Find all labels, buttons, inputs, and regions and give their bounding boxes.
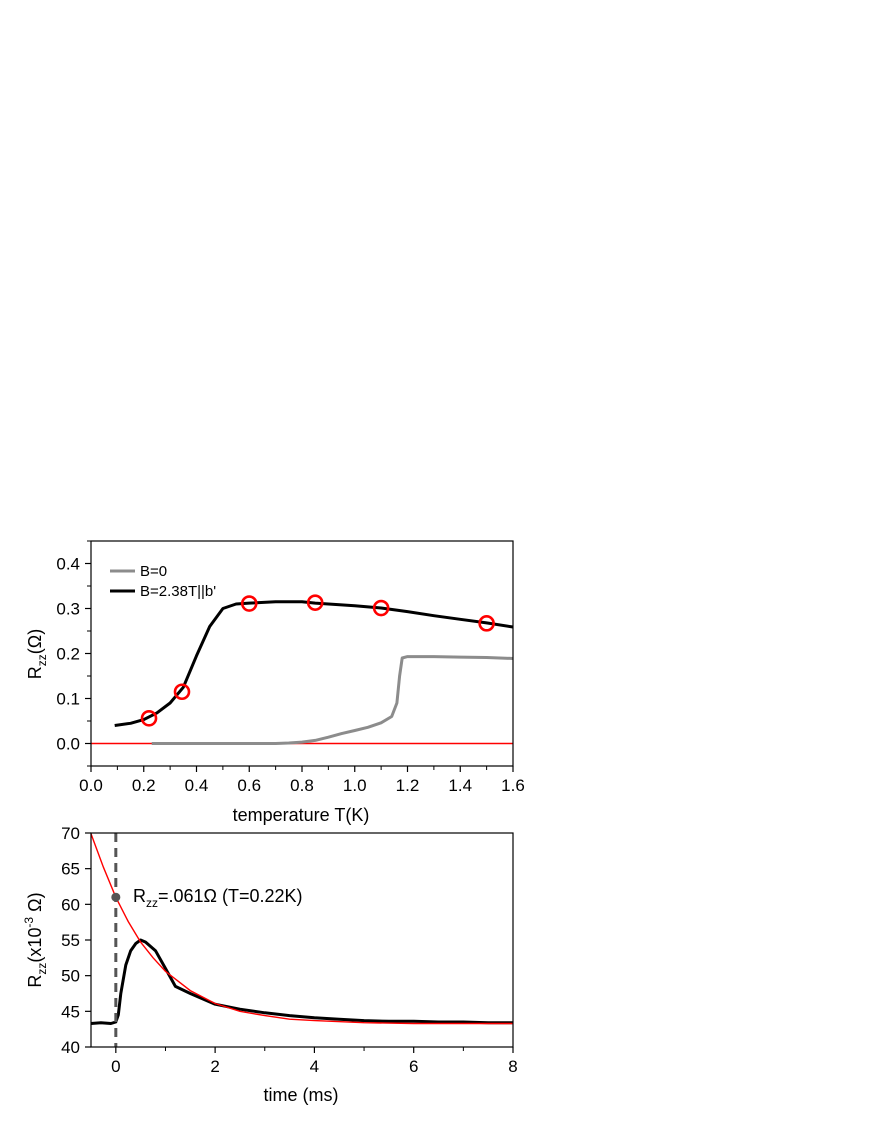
x-tick-label: 0.0 [79,776,103,795]
y-tick-label: 60 [61,895,80,914]
bottom-plot-frame [90,832,514,1048]
x-tick-label: 0.2 [132,776,156,795]
data-point-marker [111,892,121,902]
top-x-ticks: 0.0 0.2 0.4 0.6 0.8 1.0 1.2 1.4 1.6 [79,766,525,795]
top-x-axis-title: temperature T(K) [233,805,370,825]
x-tick-label: 0.6 [237,776,261,795]
bottom-y-axis-symbol: R [25,975,45,988]
x-tick-label: 1.2 [396,776,420,795]
y-tick-label: 65 [61,860,80,879]
y-tick-label: 0.3 [56,600,80,619]
x-tick-label: 0.4 [185,776,209,795]
y-tick-label: 0.1 [56,690,80,709]
y-tick-label: 0.0 [56,735,80,754]
top-markers-layer [140,594,495,727]
top-legend: B=0 B=2.38T||b' [110,563,216,600]
y-tick-label: 50 [61,967,80,986]
y-tick-label: 70 [61,824,80,843]
annotation-value: =.061Ω (T=0.22K) [158,886,303,906]
x-tick-label: 1.0 [343,776,367,795]
data-marker-circle [173,683,191,701]
series-line-high-field [114,600,514,727]
bottom-y-axis-unit-post: Ω) [25,892,45,916]
series-line-zero-field [151,655,514,745]
bottom-annotation: Rzz=.061Ω (T=0.22K) [133,886,303,910]
legend-label-high-field: B=2.38T||b' [140,583,216,600]
series-line-data [90,938,513,1025]
x-tick-label: 2 [210,1057,219,1076]
data-marker-circle [306,594,324,611]
y-tick-label: 0.4 [56,555,80,574]
bottom-y-ticks: 40 45 50 55 60 65 70 [61,824,91,1057]
top-y-ticks: 0.0 0.1 0.2 0.3 0.4 [56,540,91,767]
x-tick-label: 1.4 [448,776,472,795]
x-tick-label: 0 [111,1057,120,1076]
bottom-series-layer [90,833,513,1047]
top-y-axis-symbol: R [25,666,45,679]
bottom-y-axis-title: Rzz(x10-3 Ω) [22,892,49,987]
top-y-axis-title: Rzz(Ω) [25,629,49,679]
fit-curve [90,833,513,1025]
y-tick-label: 0.2 [56,645,80,664]
bottom-y-axis-exponent: -3 [22,917,36,928]
bottom-x-ticks: 0 2 4 6 8 [111,1047,518,1076]
annotation-subscript: zz [146,896,158,910]
top-series-layer [91,600,514,745]
legend-label-zero-field: B=0 [140,563,167,580]
bottom-x-axis-title: time (ms) [264,1085,339,1105]
data-marker-circle [372,599,390,617]
bottom-y-axis-subscript: zz [35,963,49,975]
x-tick-label: 4 [310,1057,319,1076]
data-marker-circle [240,595,258,612]
y-tick-label: 45 [61,1002,80,1021]
x-tick-label: 8 [508,1057,517,1076]
bottom-y-axis-unit-pre: (x10 [25,928,45,963]
x-tick-label: 0.8 [290,776,314,795]
x-tick-label: 6 [409,1057,418,1076]
y-tick-label: 40 [61,1038,80,1057]
data-marker-circle [478,615,495,632]
data-marker-circle [140,709,158,727]
x-tick-label: 1.6 [501,776,525,795]
top-y-axis-unit: (Ω) [25,629,45,654]
annotation-symbol: R [133,886,146,906]
top-y-axis-subscript: zz [35,654,49,666]
temperature-panel: 0.0 0.2 0.4 0.6 0.8 1.0 1.2 1.4 1.6 0.0 0.1 0.2 0.3… [25,540,525,825]
y-tick-label: 55 [61,931,80,950]
